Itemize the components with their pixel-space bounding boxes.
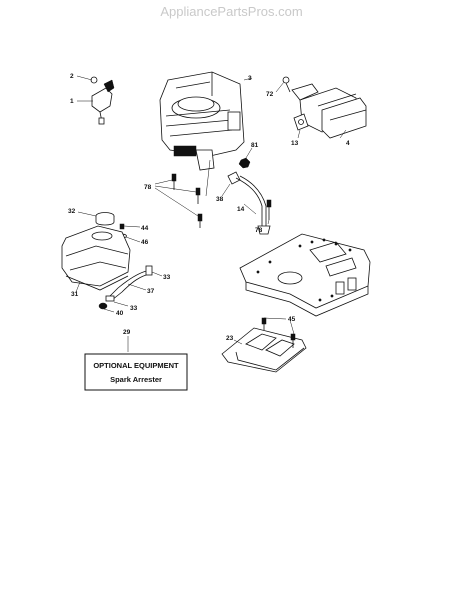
callout-29: 29 [123, 329, 131, 336]
callout-3: 3 [248, 75, 252, 82]
nut-81 [238, 147, 253, 169]
optional-equipment-box: OPTIONAL EQUIPMENT Spark Arrester [84, 353, 188, 391]
callout-72: 72 [266, 91, 274, 98]
callout-14: 14 [237, 206, 245, 213]
callout-40: 40 [116, 310, 124, 317]
muffler-assembly [275, 76, 367, 139]
callout-23: 23 [226, 335, 234, 342]
chassis-plate [239, 233, 371, 317]
callout-78-right: 78 [255, 227, 263, 234]
callout-33-upper: 33 [163, 274, 171, 281]
callout-31: 31 [71, 291, 79, 298]
watermark: AppliancePartsPros.com [160, 4, 303, 19]
callout-46: 46 [141, 239, 149, 246]
callout-38: 38 [216, 196, 224, 203]
callout-33-lower: 33 [130, 305, 138, 312]
callout-2: 2 [70, 73, 74, 80]
callout-labels: 2 1 3 72 13 4 81 78 38 14 78 32 44 46 33… [68, 73, 350, 342]
fuel-tank [61, 225, 131, 293]
callout-32: 32 [68, 208, 76, 215]
bolts-78 [154, 159, 211, 228]
callout-81: 81 [251, 142, 259, 149]
heat-shield [221, 317, 307, 373]
bolt-78-right [266, 199, 272, 225]
bracket-assembly [76, 75, 115, 125]
optional-equipment-subtitle: Spark Arrester [110, 375, 162, 384]
fuel-cap [77, 211, 115, 226]
callout-78-left: 78 [144, 184, 152, 191]
engine [159, 71, 253, 171]
callout-37: 37 [147, 288, 155, 295]
fuel-hose [221, 171, 271, 235]
callout-44: 44 [141, 225, 149, 232]
callout-4: 4 [346, 140, 350, 147]
callout-1: 1 [70, 98, 74, 105]
callout-13: 13 [291, 140, 299, 147]
optional-equipment-title: OPTIONAL EQUIPMENT [93, 361, 179, 370]
callout-45: 45 [288, 316, 296, 323]
fuel-line [98, 265, 163, 313]
